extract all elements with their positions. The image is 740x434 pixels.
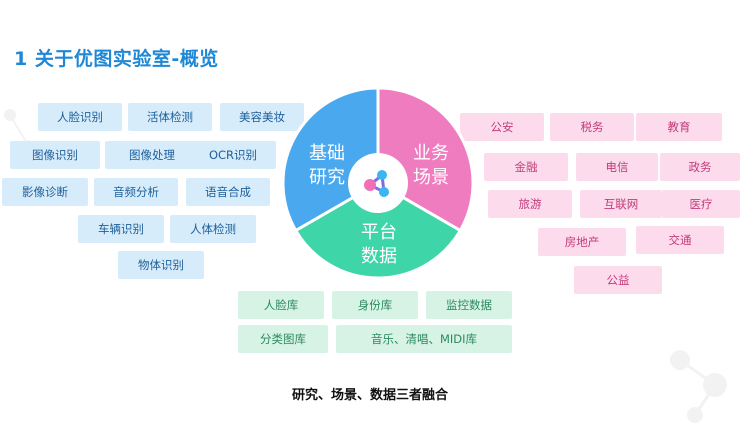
scenario-tag: 税务: [550, 113, 634, 141]
scenario-tag: 教育: [636, 113, 722, 141]
scenario-tag: 旅游: [488, 190, 572, 218]
research-tag: 图像识别: [10, 141, 100, 169]
scenario-tag: 互联网: [580, 190, 662, 218]
molecule-decoration-right: [670, 350, 727, 423]
scenario-tag: 公益: [574, 266, 662, 294]
data-tag: 身份库: [332, 291, 418, 319]
sector-scenario-label-line-2: 场景: [413, 167, 449, 188]
data-tag: 监控数据: [426, 291, 512, 319]
sector-research-label-line-1: 基础: [309, 143, 345, 164]
research-tag: 人体检测: [170, 215, 256, 243]
scenario-tag: 公安: [460, 113, 544, 141]
footer-caption: 研究、场景、数据三者融合: [291, 388, 448, 403]
logo-icon: [364, 170, 389, 197]
sector-research-label-line-2: 研究: [309, 167, 345, 188]
data-tag: 音乐、清唱、MIDI库: [336, 325, 512, 353]
sector-data-label-line-1: 平台: [361, 222, 397, 243]
research-tag: 人脸识别: [38, 103, 122, 131]
scenario-tag: 政务: [660, 153, 740, 181]
scenario-tag: 交通: [636, 226, 724, 254]
scenario-tag: 电信: [576, 153, 658, 181]
research-tag: 影像诊断: [2, 178, 88, 206]
sector-data-label-line-2: 数据: [361, 246, 397, 267]
research-tag: OCR识别: [190, 141, 276, 169]
scenario-tag: 房地产: [538, 228, 626, 256]
sector-scenario-label-line-1: 业务: [413, 143, 449, 164]
scenario-tag: 金融: [484, 153, 568, 181]
research-tag: 语音合成: [186, 178, 270, 206]
scenario-tag: 医疗: [662, 190, 740, 218]
sector-data: [293, 181, 463, 280]
research-tag: 车辆识别: [78, 215, 164, 243]
data-tag: 分类图库: [238, 325, 328, 353]
research-tag: 活体检测: [128, 103, 212, 131]
research-tag: 图像处理: [105, 141, 199, 169]
data-tag: 人脸库: [238, 291, 324, 319]
research-tag: 美容美妆: [220, 103, 304, 131]
page-title: 1 关于优图实验室-概览: [14, 48, 219, 70]
center-circle: [348, 153, 408, 213]
research-tag: 音频分析: [94, 178, 178, 206]
research-tag: 物体识别: [118, 251, 204, 279]
